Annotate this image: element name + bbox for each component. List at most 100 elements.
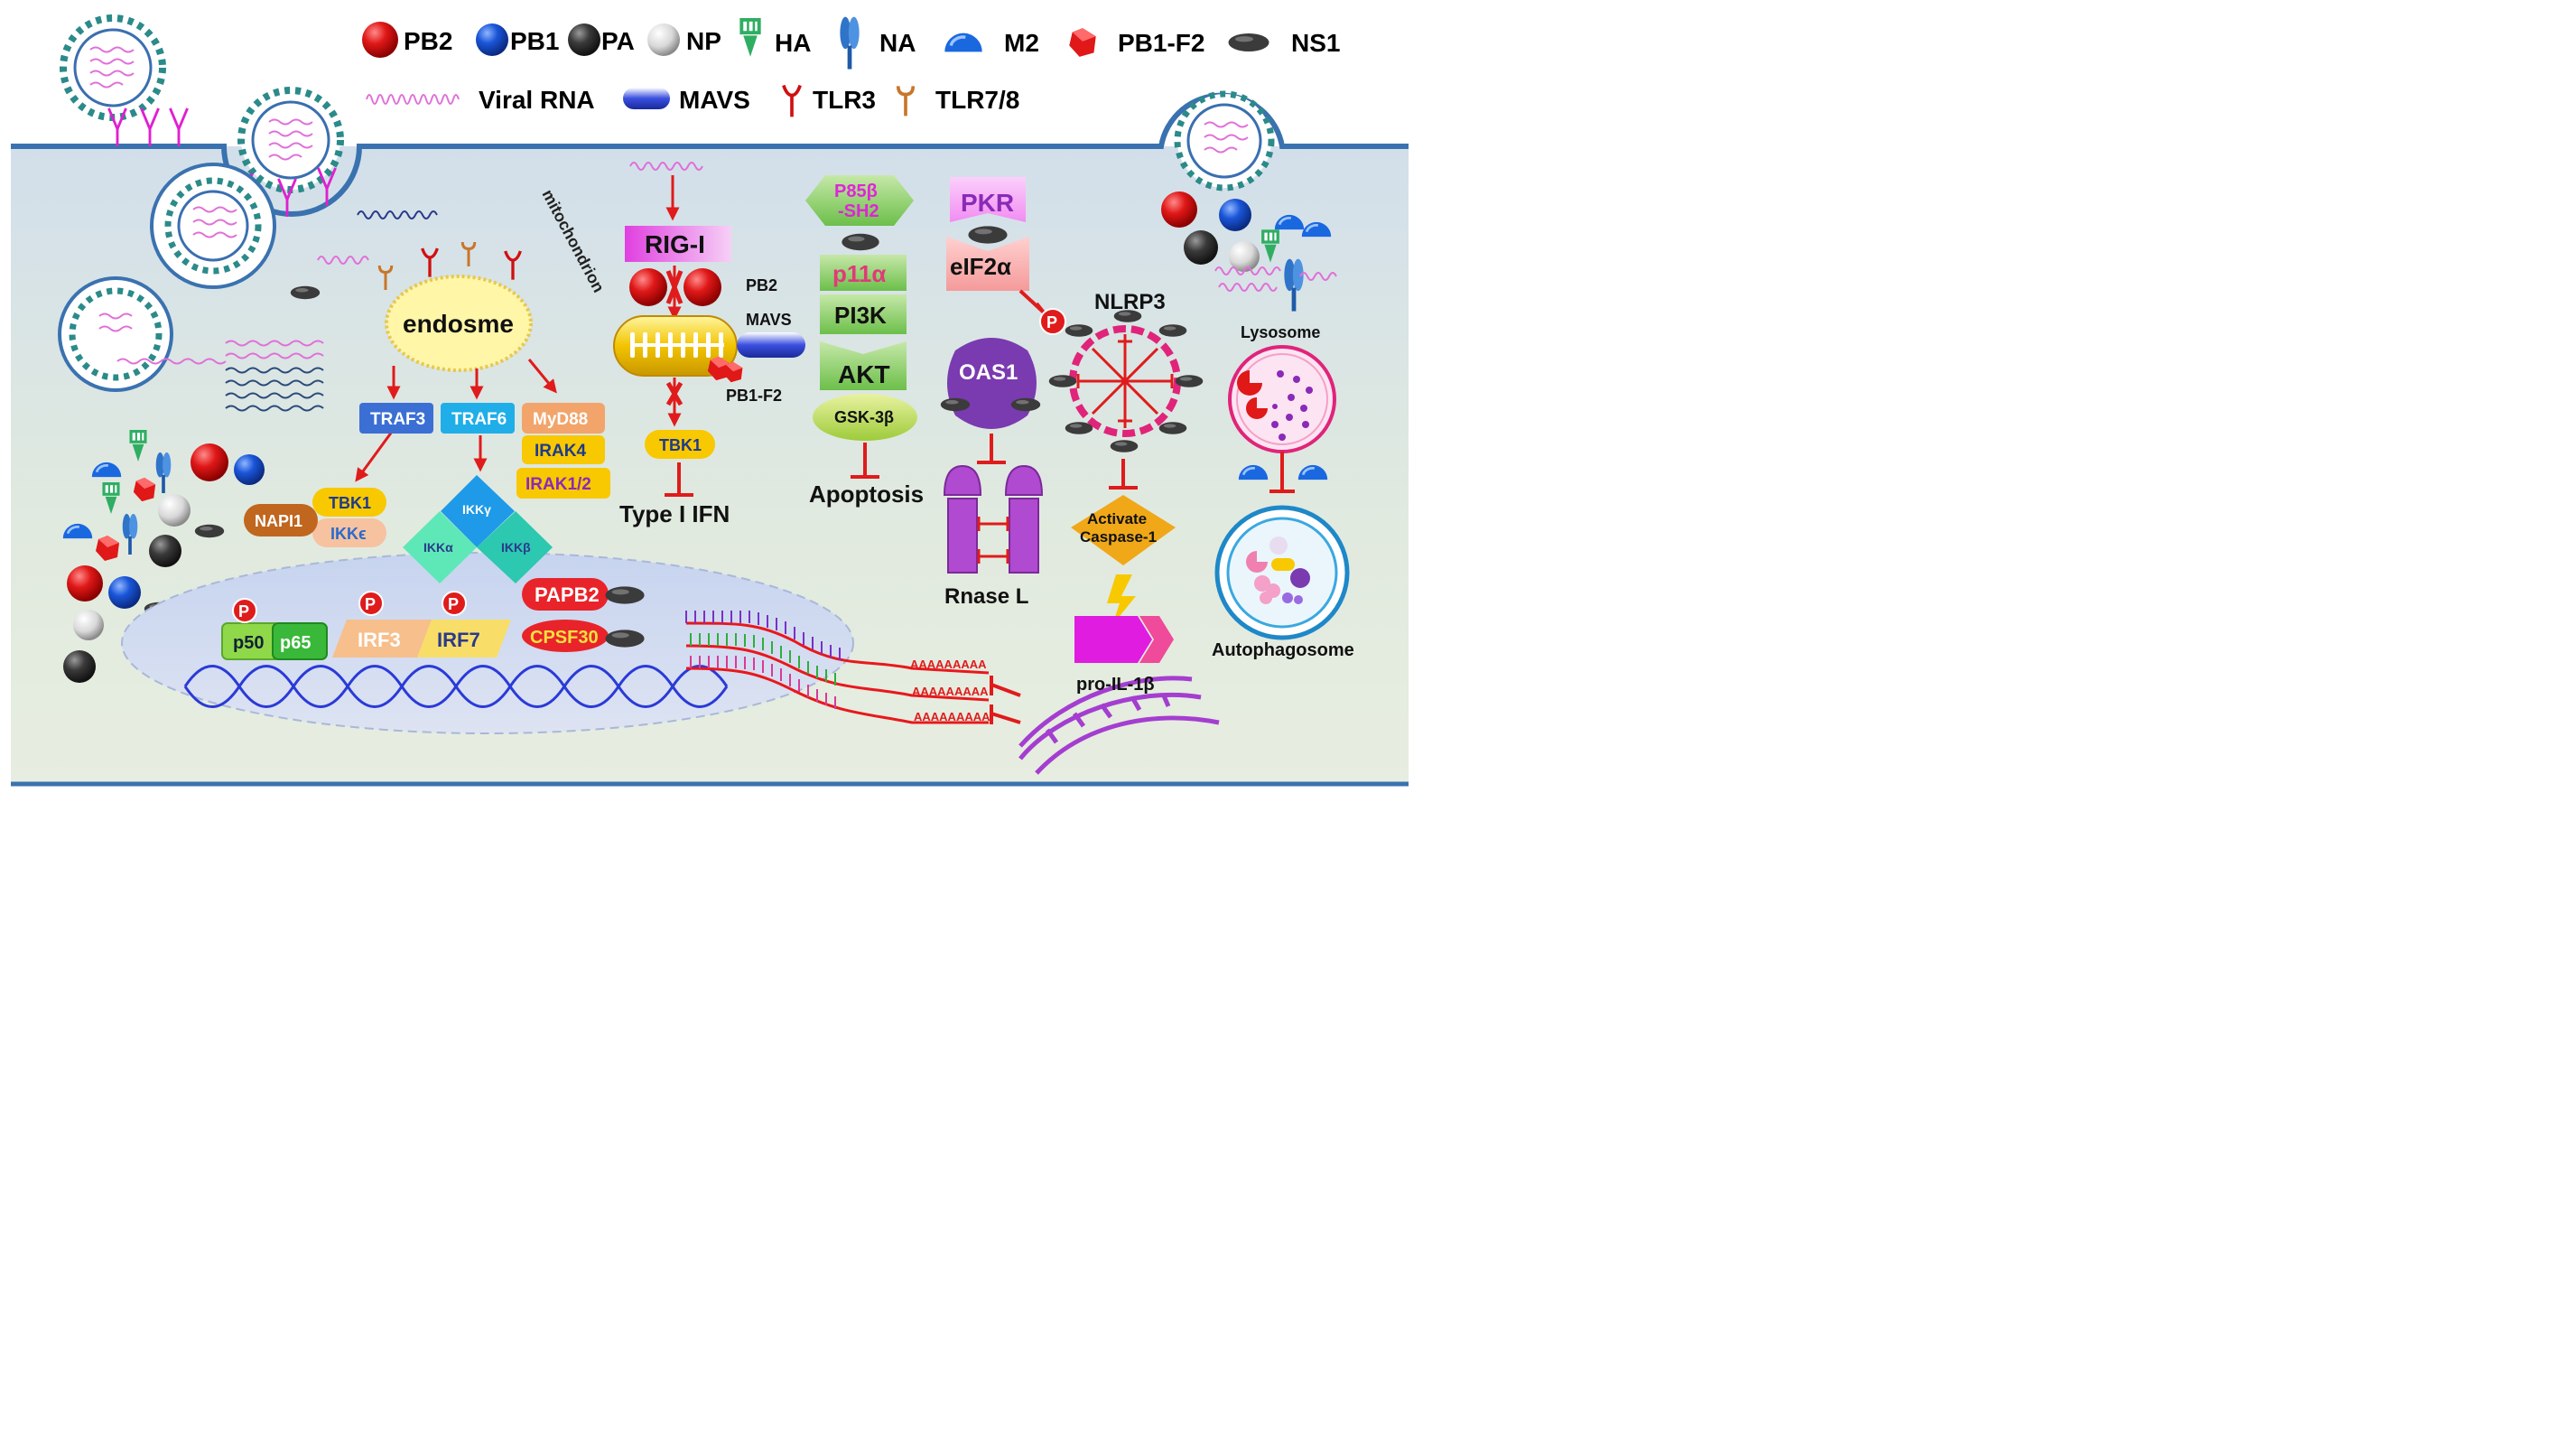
p65-label: p65 [280, 633, 311, 653]
gsk3b [813, 394, 917, 441]
traf3-label: TRAF3 [370, 410, 425, 429]
mavs-label: MAVS [746, 311, 792, 329]
legend-na-label: NA [879, 29, 916, 57]
tbk1-rig-label: TBK1 [659, 436, 702, 454]
pkr [950, 177, 1026, 222]
phospho-eif2a-icon [1039, 308, 1066, 335]
free-viral-proteins-left [61, 430, 265, 683]
sialic-receptor-icon [168, 107, 190, 146]
myd88-label: MyD88 [533, 410, 588, 429]
polya-tail-3: AAAAAAAAA [914, 710, 990, 723]
apoptosis-label: Apoptosis [809, 480, 924, 508]
gsk3b-label: GSK-3β [834, 408, 894, 426]
viral-rna-strand [357, 210, 438, 219]
legend-ns1-label: NS1 [1291, 29, 1340, 57]
ha-icon [739, 18, 761, 57]
rnase-l-label: Rnase L [944, 584, 1028, 609]
viral-rna-strand [629, 162, 703, 171]
legend-mavs-label: MAVS [679, 86, 750, 114]
rnase-l [943, 464, 1044, 574]
irf7-label: IRF7 [437, 629, 480, 651]
ikk-alpha [403, 511, 477, 583]
pb2-label: PB2 [746, 276, 777, 294]
viral-rna-icon [366, 94, 460, 105]
ikka-label: IKKα [423, 540, 453, 555]
ikkg-label: IKKγ [462, 502, 491, 517]
mavs-icon [737, 332, 805, 358]
caspase-1 [1071, 495, 1176, 565]
np-icon [647, 23, 680, 56]
sialic-receptor-icon [139, 107, 161, 146]
legend-pb1-label: PB1 [510, 27, 559, 55]
polya-tail-1: AAAAAAAAA [910, 658, 987, 671]
endosome-arrows [355, 359, 557, 482]
ns1-icon [1228, 33, 1269, 51]
p110-label: p11α [832, 260, 886, 287]
p85-label-1: P85β [834, 182, 878, 201]
influenza-host-interaction-diagram: PB2 PB1 PA NP HA NA M2 PB1-F2 NS1 Viral … [11, 14, 1409, 787]
legend-pa-label: PA [601, 27, 635, 55]
virus-attaching [60, 14, 166, 121]
traf6-label: TRAF6 [451, 410, 507, 429]
free-viral-proteins-right [1161, 191, 1337, 312]
ns1-icon [842, 233, 879, 251]
papb2-factor: PAPB2 [522, 578, 645, 611]
papb2-label: PAPB2 [535, 583, 600, 606]
p85-label-2: -SH2 [838, 201, 879, 221]
pi3k [820, 294, 907, 334]
endoplasmic-reticulum [1018, 676, 1220, 775]
irf-complex: IRF3 IRF7 [332, 620, 511, 658]
svg-text:P: P [1046, 313, 1057, 331]
pb2-icon [684, 268, 721, 306]
ns1-icon [940, 397, 971, 412]
eif2a [946, 237, 1029, 291]
legend-pb2-label: PB2 [404, 27, 452, 55]
pa-icon [568, 23, 600, 56]
oas1-label: OAS1 [959, 360, 1018, 385]
irak4-label: IRAK4 [535, 442, 586, 461]
ikk-gamma [441, 475, 515, 547]
p50-label: p50 [233, 633, 264, 653]
rig-i [625, 226, 731, 262]
viral-rna-strand [317, 256, 369, 265]
budding-virus [1174, 90, 1275, 191]
mavs-icon [623, 88, 670, 109]
akt [820, 341, 907, 390]
legend-pb1-f2-label: PB1-F2 [1118, 29, 1204, 57]
irak12-label: IRAK1/2 [525, 475, 591, 494]
svg-text:P: P [238, 602, 249, 620]
cpsf30-factor: CPSF30 [522, 620, 645, 652]
tbk1-endosome-label: TBK1 [329, 494, 371, 512]
rig-i-label: RIG-I [645, 230, 705, 258]
na-icon [840, 16, 860, 70]
svg-text:P: P [365, 595, 376, 613]
pb1-icon [476, 23, 508, 56]
pb1-f2-icon [1069, 28, 1096, 57]
legend: PB2 PB1 PA NP HA NA M2 PB1-F2 NS1 Viral … [362, 16, 1340, 117]
legend-ha-label: HA [775, 29, 811, 57]
nfkb-complex: p50 p65 [221, 622, 328, 660]
endosome [385, 275, 533, 372]
virus-entering [237, 87, 344, 193]
pb2-icon [362, 22, 398, 58]
caspase-label-2: Caspase-1 [1080, 528, 1157, 546]
legend-tlr3-label: TLR3 [813, 86, 876, 114]
pb1-f2-label: PB1-F2 [726, 387, 782, 405]
caspase-label-1: Activate [1087, 510, 1147, 527]
uncoating-virus [58, 276, 324, 412]
legend-tlr78-label: TLR7/8 [935, 86, 1019, 114]
pi3k-label: PI3K [834, 302, 887, 329]
ns1-icon [290, 285, 321, 300]
autophagosome-label: Autophagosome [1212, 640, 1354, 660]
akt-label: AKT [838, 360, 890, 388]
tlr3-icon [782, 83, 802, 117]
polya-tail-2: AAAAAAAAA [912, 685, 989, 698]
ikkb-label: IKKβ [501, 540, 531, 555]
cpsf30-label: CPSF30 [530, 628, 599, 648]
pb2-icon [629, 268, 667, 306]
endocytosed-virus [150, 163, 276, 289]
legend-np-label: NP [686, 27, 721, 55]
ns1-icon [968, 226, 1008, 244]
p110 [820, 255, 907, 291]
pro-il-1b-label: pro-IL-1β [1076, 675, 1155, 695]
